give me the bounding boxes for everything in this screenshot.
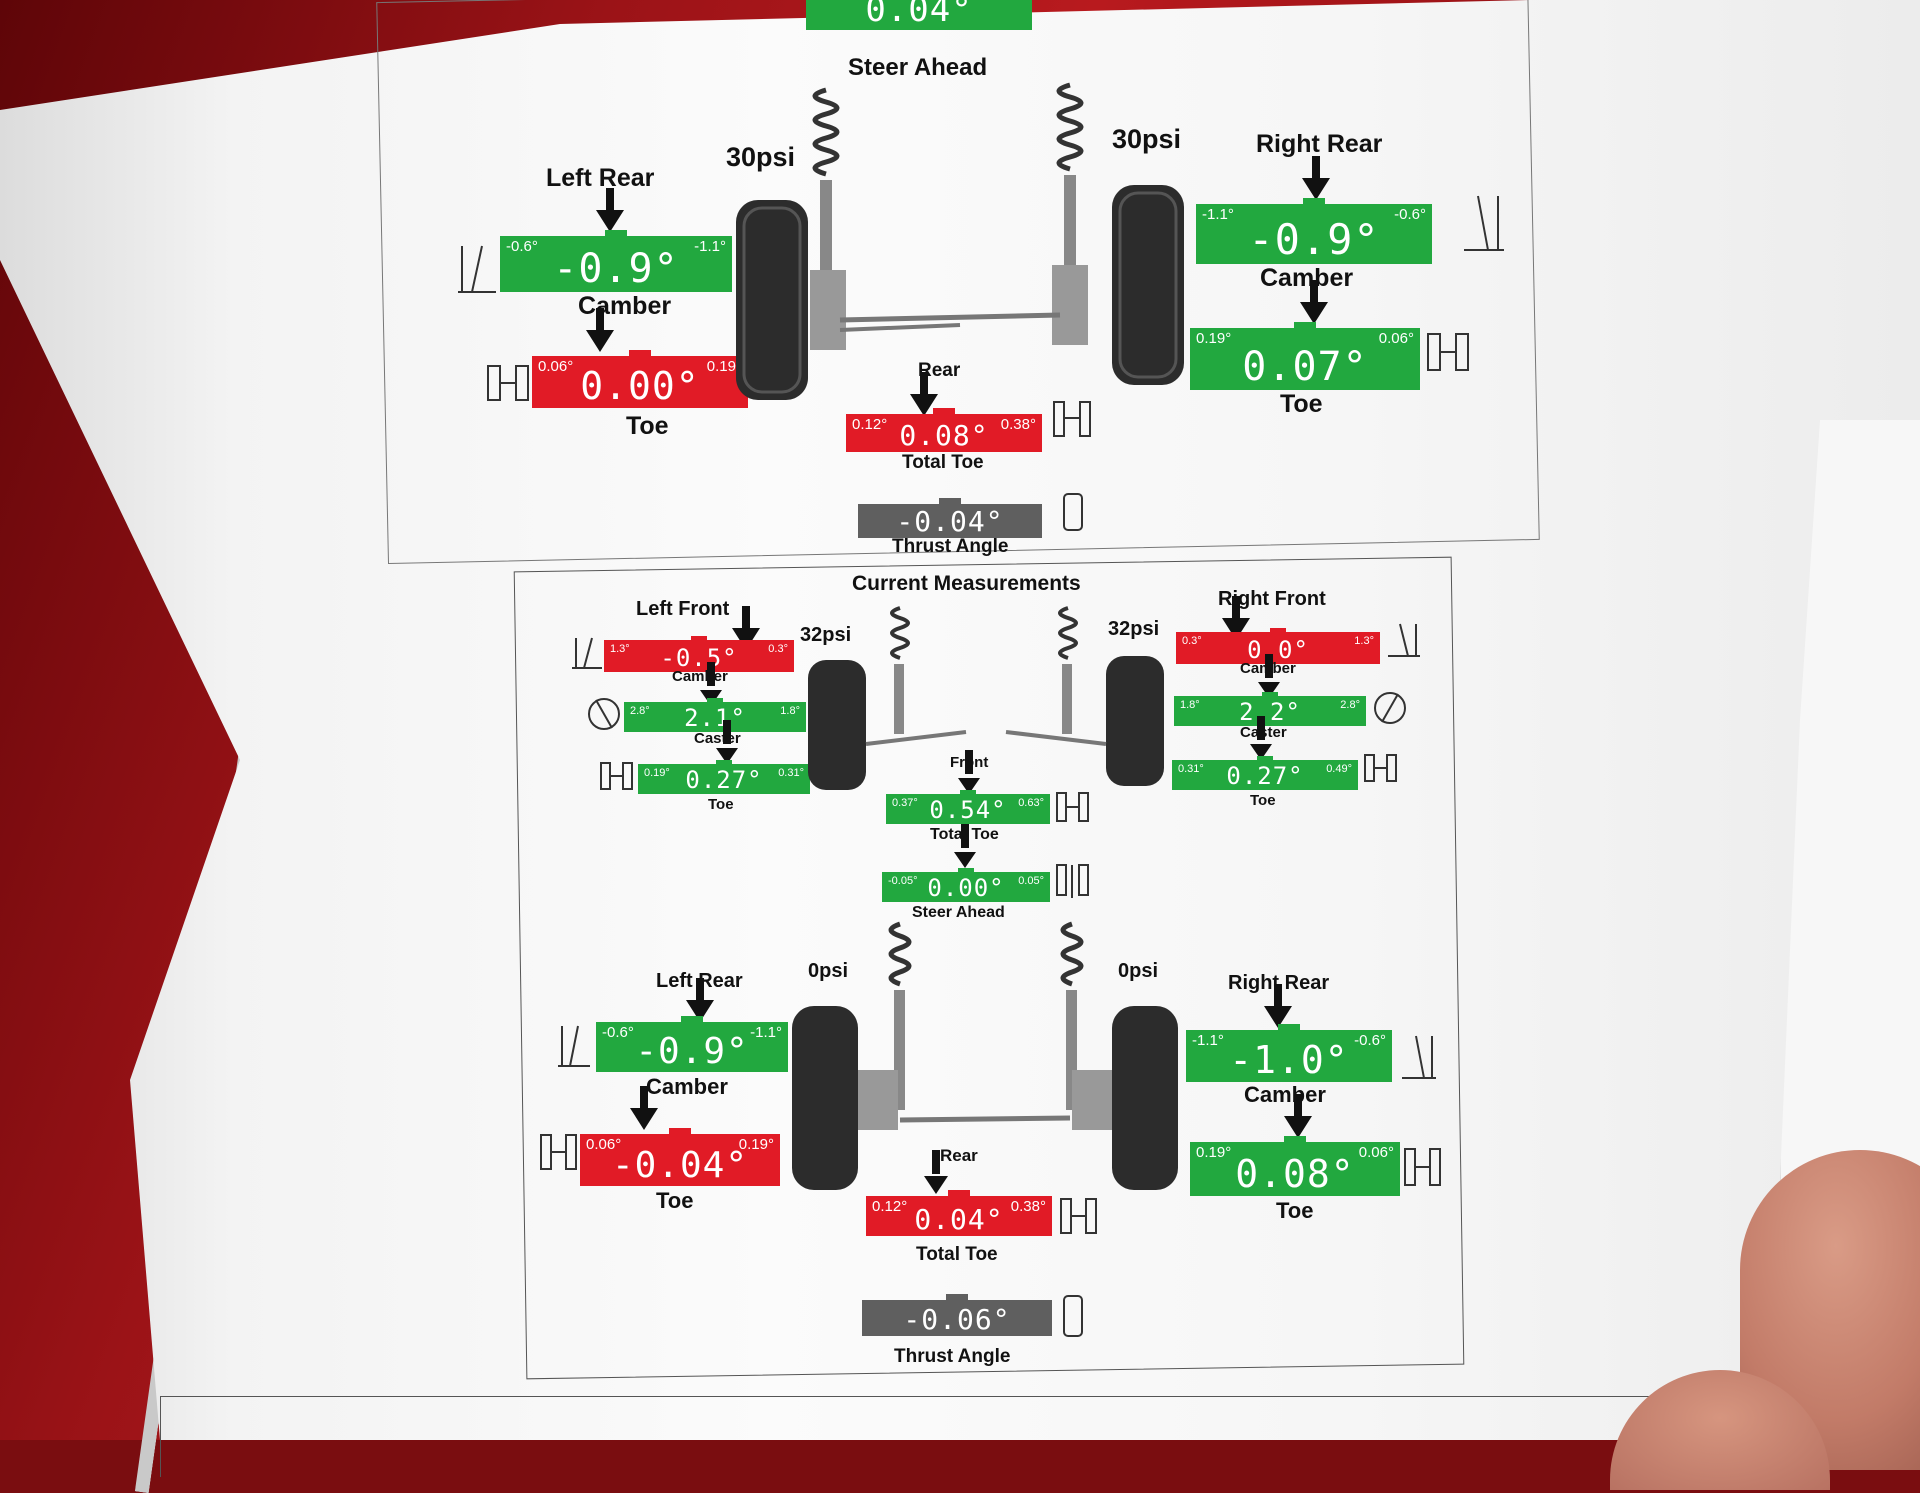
toe-diagram-icon [600, 762, 633, 790]
current-thrust-angle-label: Thrust Angle [894, 1346, 1011, 1367]
current-left-rear-psi: 0psi [808, 960, 849, 982]
top-rear-total-toe-title: Rear [918, 360, 961, 381]
current-right-front-psi: 32psi [1108, 618, 1160, 640]
current-left-front-caster-label: Caster [694, 730, 741, 747]
total-toe-diagram-icon [1053, 401, 1091, 437]
down-arrow-icon [910, 372, 938, 416]
current-steer-ahead-gauge: -0.05°0.05° 0.00° [882, 864, 1050, 902]
top-left-rear-camber-label: Camber [578, 292, 672, 320]
current-left-front-toe-gauge: 0.19°0.31° 0.27° [638, 756, 810, 794]
camber-diagram-icon [1402, 1035, 1436, 1079]
next-section-frame [160, 1396, 1702, 1477]
alignment-report: 0.04° Steer Ahead 30psi 30psi Left Rear … [160, 0, 1702, 1477]
current-left-rear-camber-label: Camber [646, 1074, 728, 1099]
top-left-rear-toe-label: Toe [626, 412, 669, 440]
top-right-rear-camber-label: Camber [1260, 264, 1354, 292]
current-steer-ahead-label: Steer Ahead [912, 904, 1005, 921]
current-right-rear-title: Right Rear [1228, 972, 1330, 994]
top-steer-ahead-label: Steer Ahead [848, 54, 988, 81]
current-rear-total-toe-gauge: 0.12°0.38° 0.04° [866, 1186, 1052, 1236]
current-right-rear-toe-gauge: 0.19°0.06° 0.08° [1190, 1132, 1400, 1196]
current-thrust-angle-gauge: -0.06° [862, 1290, 1052, 1336]
top-steer-ahead-value: 0.04° [865, 0, 973, 30]
current-left-front-psi: 32psi [800, 624, 852, 646]
current-right-front-camber-gauge: 0.3°1.3° 0.0° [1176, 624, 1380, 664]
current-right-rear-camber-label: Camber [1244, 1082, 1326, 1107]
current-left-front-camber-gauge: 1.3°0.3° -0.5° [604, 632, 794, 672]
top-right-rear-camber-gauge: -1.1°-0.6° -0.9° [1196, 194, 1432, 264]
current-left-front-camber-label: Camber [672, 668, 728, 685]
thrust-angle-car-icon [1063, 1295, 1083, 1337]
top-thrust-angle-label: Thrust Angle [892, 536, 1009, 557]
current-left-rear-toe-label: Toe [656, 1188, 694, 1213]
down-arrow-icon [1264, 984, 1292, 1028]
current-right-rear-toe-label: Toe [1276, 1198, 1314, 1223]
rear-suspension-illustration [736, 82, 1184, 400]
camber-diagram-icon [558, 1025, 590, 1067]
top-rear-total-toe-gauge: 0.12°0.38° 0.08° [846, 404, 1042, 452]
thrust-angle-car-icon [1063, 493, 1083, 531]
current-right-front-caster-gauge: 1.8°2.8° 2.2° [1174, 688, 1366, 726]
current-right-rear-camber-gauge: -1.1°-0.6° -1.0° [1186, 1020, 1392, 1082]
toe-diagram-icon [1364, 754, 1397, 782]
front-suspension-illustration [808, 606, 1164, 790]
top-right-psi: 30psi [1112, 124, 1182, 154]
toe-diagram-icon [1427, 333, 1469, 371]
current-rear-total-toe-title: Rear [940, 1146, 978, 1165]
current-right-rear-psi: 0psi [1118, 960, 1159, 982]
current-measurements-heading: Current Measurements [852, 572, 1081, 595]
camber-diagram-icon [1388, 623, 1420, 657]
top-right-rear-toe-gauge: 0.19°0.06° 0.07° [1190, 318, 1420, 390]
down-arrow-icon [630, 1086, 658, 1130]
top-rear-total-toe-label: Total Toe [902, 452, 984, 473]
total-toe-diagram-icon [1056, 792, 1089, 822]
camber-diagram-icon [458, 245, 496, 293]
down-arrow-icon [954, 824, 976, 868]
total-toe-diagram-icon [1060, 1198, 1097, 1234]
down-arrow-icon [1302, 156, 1330, 200]
current-left-rear-toe-gauge: 0.06°0.19° -0.04° [580, 1124, 780, 1186]
top-right-rear-toe-label: Toe [1280, 390, 1323, 418]
down-arrow-icon [596, 188, 624, 232]
current-left-front-title: Left Front [636, 598, 730, 620]
down-arrow-icon [1300, 280, 1328, 324]
steer-ahead-diagram-icon [1056, 864, 1089, 898]
current-right-front-toe-label: Toe [1250, 792, 1276, 809]
top-right-rear-title: Right Rear [1256, 130, 1383, 158]
top-steer-ahead-gauge: 0.04° [806, 0, 1032, 30]
current-left-front-toe-label: Toe [708, 796, 734, 813]
current-front-total-toe-gauge: 0.37°0.63° 0.54° [886, 786, 1050, 824]
caster-diagram-icon [1374, 692, 1406, 724]
toe-diagram-icon [1404, 1148, 1441, 1186]
current-left-front-caster-gauge: 2.8°1.8° 2.1° [624, 694, 806, 732]
camber-diagram-icon [572, 637, 602, 669]
top-left-rear-toe-gauge: 0.06°0.19° 0.00° [532, 346, 748, 408]
current-rear-total-toe-label: Total Toe [916, 1244, 998, 1265]
toe-diagram-icon [540, 1134, 577, 1170]
top-left-rear-title: Left Rear [546, 164, 655, 192]
current-left-rear-camber-gauge: -0.6°-1.1° -0.9° [596, 1012, 788, 1072]
caster-diagram-icon [588, 698, 620, 730]
current-right-front-toe-gauge: 0.31°0.49° 0.27° [1172, 752, 1358, 790]
camber-diagram-icon [1464, 195, 1504, 251]
down-arrow-icon [586, 308, 614, 352]
toe-diagram-icon [487, 365, 529, 401]
current-right-front-title: Right Front [1218, 588, 1326, 610]
top-thrust-angle-gauge: -0.04° [858, 494, 1042, 538]
down-arrow-icon [924, 1150, 948, 1194]
top-left-psi: 30psi [726, 142, 796, 172]
current-rear-suspension-illustration [792, 921, 1178, 1190]
top-left-rear-camber-gauge: -0.6°-1.1° -0.9° [500, 226, 732, 292]
down-arrow-icon [1284, 1094, 1312, 1138]
